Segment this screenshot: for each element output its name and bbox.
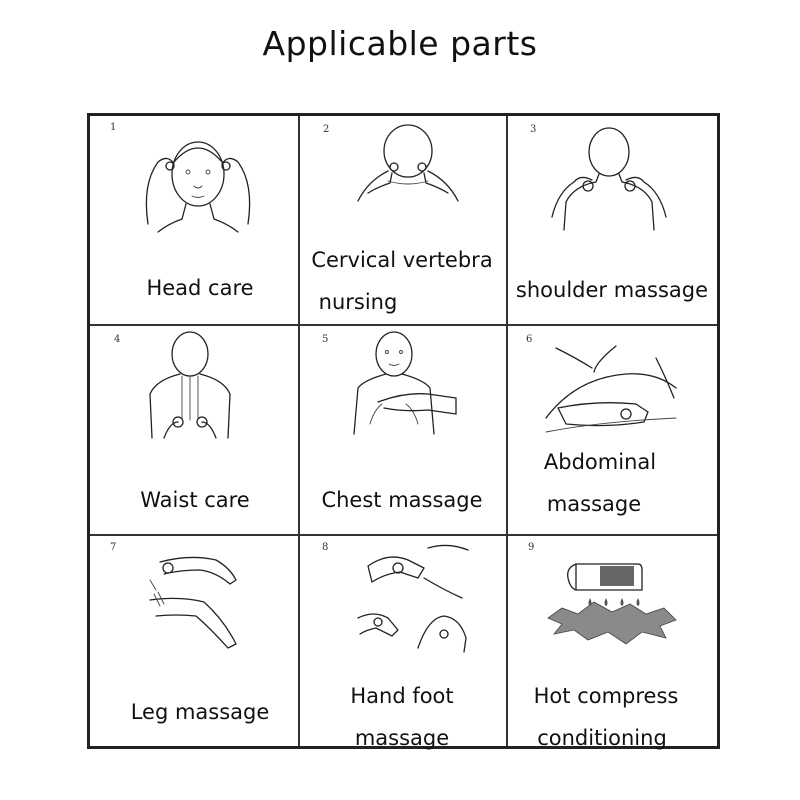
hot-compress-icon: [547, 563, 677, 645]
cell-label: Waist care: [140, 488, 250, 512]
cell-number: 7: [110, 542, 117, 553]
grid-divider: [90, 324, 717, 326]
part-cell-hand-foot-massage: 8 Hand foot massage: [298, 534, 506, 750]
cell-number: 5: [322, 334, 329, 345]
grid-divider: [90, 534, 717, 536]
part-cell-leg-massage: 7 Leg massage: [90, 534, 298, 742]
neck-massage-icon: [357, 124, 459, 202]
back-massage-icon: [149, 331, 231, 439]
part-cell-hot-compress-conditioning: 9 Hot compress conditioning: [506, 534, 714, 750]
cell-number: 4: [114, 334, 121, 345]
cell-label-line2: massage: [354, 726, 450, 750]
cell-label-line1: Hand foot: [350, 684, 454, 708]
cell-label-line1: Hot compress: [533, 684, 679, 708]
cell-label: shoulder massage: [515, 278, 709, 302]
part-cell-waist-care: 4 Waist care: [90, 324, 298, 532]
hand-foot-massage-icon: [357, 544, 469, 653]
cell-number: 9: [528, 542, 535, 553]
head-massage-icon: [145, 141, 251, 233]
shoulder-massage-icon: [551, 127, 667, 231]
cell-number: 1: [110, 122, 117, 133]
cell-label-line1: Abdominal: [543, 450, 657, 474]
cell-label: Chest massage: [321, 488, 483, 512]
leg-massage-icon: [149, 556, 237, 649]
cell-number: 6: [526, 334, 533, 345]
part-cell-abdominal-massage: 6 Abdominal massage: [506, 324, 714, 532]
part-cell-shoulder-massage: 3 shoulder massage: [506, 116, 714, 324]
cell-label-line2: massage: [546, 492, 642, 516]
cell-number: 8: [322, 542, 329, 553]
cell-label-line2: conditioning: [537, 726, 667, 750]
cell-label-line1: Cervical vertebra: [311, 248, 493, 272]
grid-divider: [506, 116, 508, 746]
cell-label: Head care: [146, 276, 254, 300]
abdomen-massage-icon: [545, 345, 677, 433]
cell-label: Leg massage: [130, 700, 270, 724]
grid-divider: [298, 116, 300, 746]
chest-massage-icon: [353, 331, 457, 435]
page-title: Applicable parts: [262, 24, 538, 63]
part-cell-head-care: 1 Head care: [90, 116, 298, 324]
cell-number: 3: [530, 124, 537, 135]
cell-number: 2: [323, 124, 330, 135]
cell-label-line2: nursing: [318, 290, 398, 314]
part-cell-chest-massage: 5 Chest massage: [298, 324, 506, 532]
part-cell-cervical-vertebra-nursing: 2 Cervical vertebra nursing: [298, 116, 506, 324]
parts-grid: 1 Head care 2 Cervical vertebra nursing …: [87, 113, 720, 750]
